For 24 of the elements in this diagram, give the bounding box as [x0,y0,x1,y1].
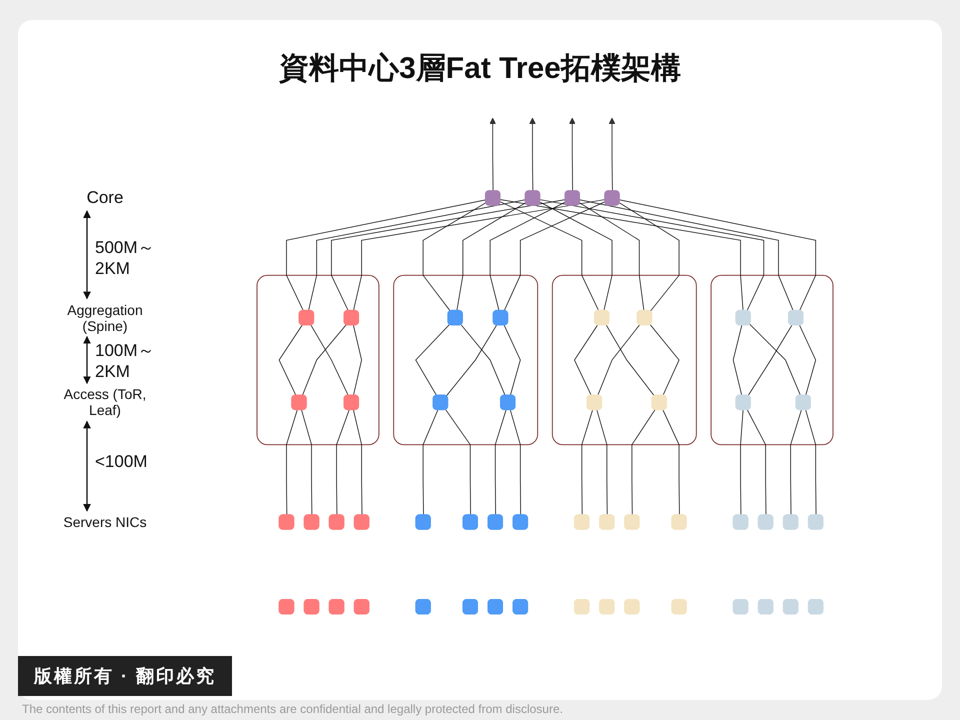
distance-label: <100M [95,452,148,472]
connector [619,200,816,312]
connector [353,199,606,312]
arrow [569,118,576,192]
connector [331,199,566,312]
arrow [608,118,616,192]
connector [286,199,486,312]
level-label: Access (ToR, Leaf) [62,386,148,418]
level-label: Aggregation (Spine) [66,302,144,334]
connector [308,199,526,312]
distance-label: 500M～ 2KM [95,237,156,280]
distance-label: 100M～ 2KM [95,340,156,382]
connector [580,199,794,312]
arrow [529,118,536,192]
connector [540,199,764,312]
connector [540,202,612,312]
level-label: Core [86,188,124,208]
arrow [489,118,496,192]
copyright-notice: 版權所有 · 翻印必究 [18,656,232,696]
disclaimer-note: The contents of this report and any attachments are confidential and legally protected from disclosure. [22,702,563,716]
connector [490,202,566,312]
connector [500,199,744,312]
diagram-title: 資料中心3層Fat Tree拓樸架構 [278,51,682,87]
level-label: Servers NICs [62,514,148,530]
